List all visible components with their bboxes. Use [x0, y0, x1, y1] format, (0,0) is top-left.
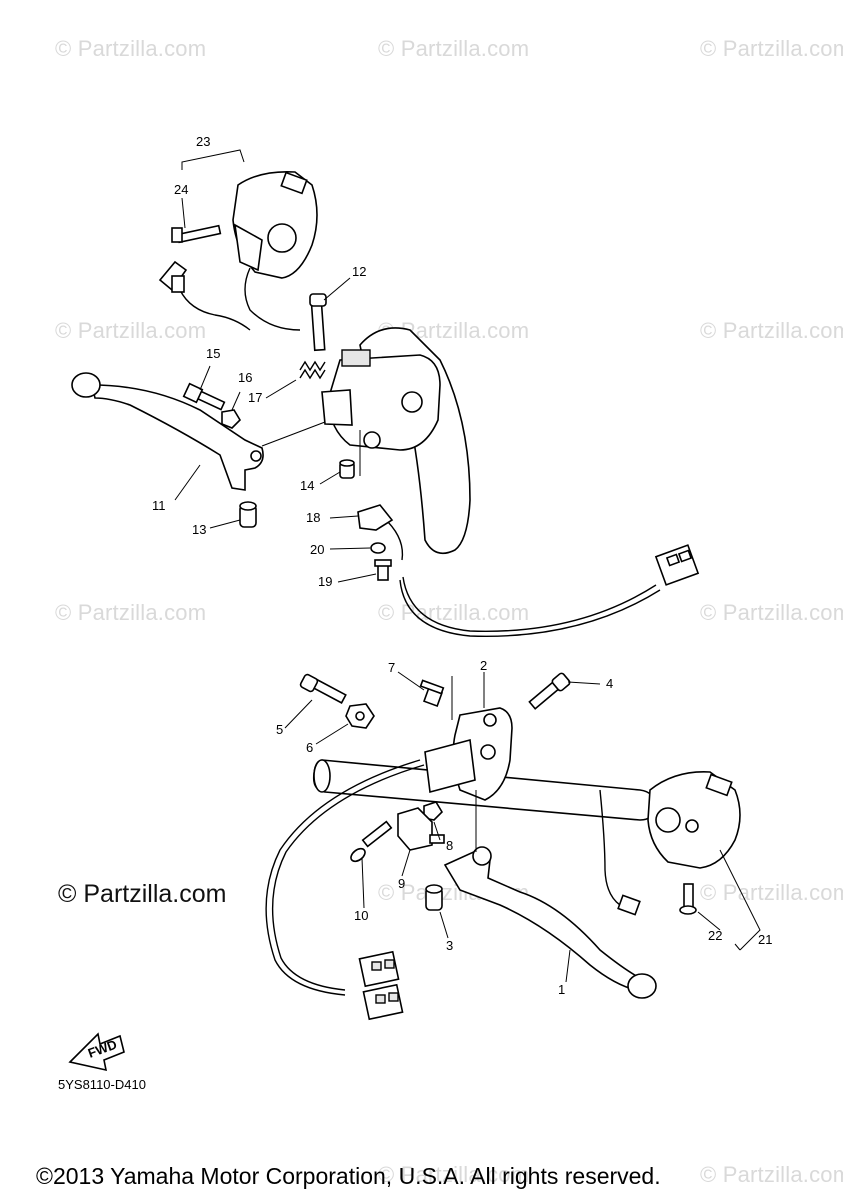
lower-connector — [358, 950, 404, 1021]
callout-19: 19 — [318, 574, 332, 589]
bolt-4 — [528, 672, 571, 710]
screw-7 — [419, 679, 445, 707]
screw-19 — [374, 559, 392, 581]
upper-connector — [654, 544, 700, 586]
watermark: © Partzilla.com — [55, 600, 207, 625]
lower-wire-terminal — [617, 894, 641, 916]
callout-24: 24 — [174, 182, 188, 197]
callout-14: 14 — [300, 478, 314, 493]
callout-17: 17 — [248, 390, 262, 405]
clutch-switch-9 — [397, 807, 445, 851]
lower-long-wire — [265, 759, 421, 996]
callout-12: 12 — [352, 264, 366, 279]
callout-3: 3 — [446, 938, 453, 953]
bolt-15 — [182, 382, 226, 411]
partzilla-logo-watermark: © Partzilla.com — [58, 880, 227, 908]
watermark: © Partzilla.com — [700, 600, 843, 625]
screw-24 — [171, 224, 222, 244]
brake-lever-11 — [71, 372, 264, 491]
brake-switch-18 — [357, 504, 404, 561]
upper-switch-wire-lead — [179, 289, 251, 331]
watermark: © Partzilla.com — [700, 1162, 843, 1187]
fwd-arrow-icon: FWD — [68, 1032, 125, 1072]
watermark: © Partzilla.com — [700, 318, 843, 343]
callout-8: 8 — [446, 838, 453, 853]
collar-14 — [339, 459, 355, 479]
master-cylinder — [321, 349, 441, 451]
callout-21: 21 — [758, 932, 772, 947]
watermark: © Partzilla.com — [55, 318, 207, 343]
clutch-lever-1 — [443, 846, 657, 999]
callout-23: 23 — [196, 134, 210, 149]
copyright-notice: ©2013 Yamaha Motor Corporation, U.S.A. A… — [36, 1163, 661, 1189]
upper-wire-terminal — [158, 260, 188, 293]
clutch-bracket-2 — [424, 707, 513, 801]
spring-17 — [299, 360, 326, 380]
watermark: © Partzilla.com — [55, 36, 207, 61]
watermark: © Partzilla.com — [378, 36, 530, 61]
watermark: © Partzilla.com — [378, 1162, 530, 1187]
callout-9: 9 — [398, 876, 405, 891]
watermark: © Partzilla.com — [378, 600, 530, 625]
screw-10 — [350, 820, 393, 863]
upper-switch-wire — [244, 267, 301, 331]
lower-switch-wire — [599, 789, 621, 906]
callout-20: 20 — [310, 542, 324, 557]
nut-16 — [221, 409, 242, 429]
callout-4: 4 — [606, 676, 613, 691]
diagram-code: 5YS8110-D410 — [58, 1077, 146, 1092]
collar-13 — [239, 501, 257, 528]
callout-1: 1 — [558, 982, 565, 997]
bolt-12 — [309, 293, 327, 352]
watermark: © Partzilla.com — [700, 36, 843, 61]
upper-switch-housing — [232, 170, 318, 279]
callout-7: 7 — [388, 660, 395, 675]
washer-20 — [370, 542, 386, 554]
callout-16: 16 — [238, 370, 252, 385]
watermark: © Partzilla.com — [700, 880, 843, 905]
callout-18: 18 — [306, 510, 320, 525]
callout-22: 22 — [708, 928, 722, 943]
lower-switch-housing — [647, 771, 741, 869]
callout-13: 13 — [192, 522, 206, 537]
callout-6: 6 — [306, 740, 313, 755]
callout-15: 15 — [206, 346, 220, 361]
screw-22 — [679, 883, 697, 915]
nut-6 — [345, 703, 375, 729]
collar-3 — [425, 884, 443, 911]
callout-5: 5 — [276, 722, 283, 737]
callout-11: 11 — [152, 498, 166, 513]
leader-lines — [174, 149, 761, 983]
callout-2: 2 — [480, 658, 487, 673]
callout-10: 10 — [354, 908, 368, 923]
bolt-5 — [299, 673, 347, 704]
callouts: 23 24 12 15 16 17 11 13 14 18 20 19 2 7 … — [152, 134, 772, 997]
upper-long-wire — [399, 579, 661, 637]
